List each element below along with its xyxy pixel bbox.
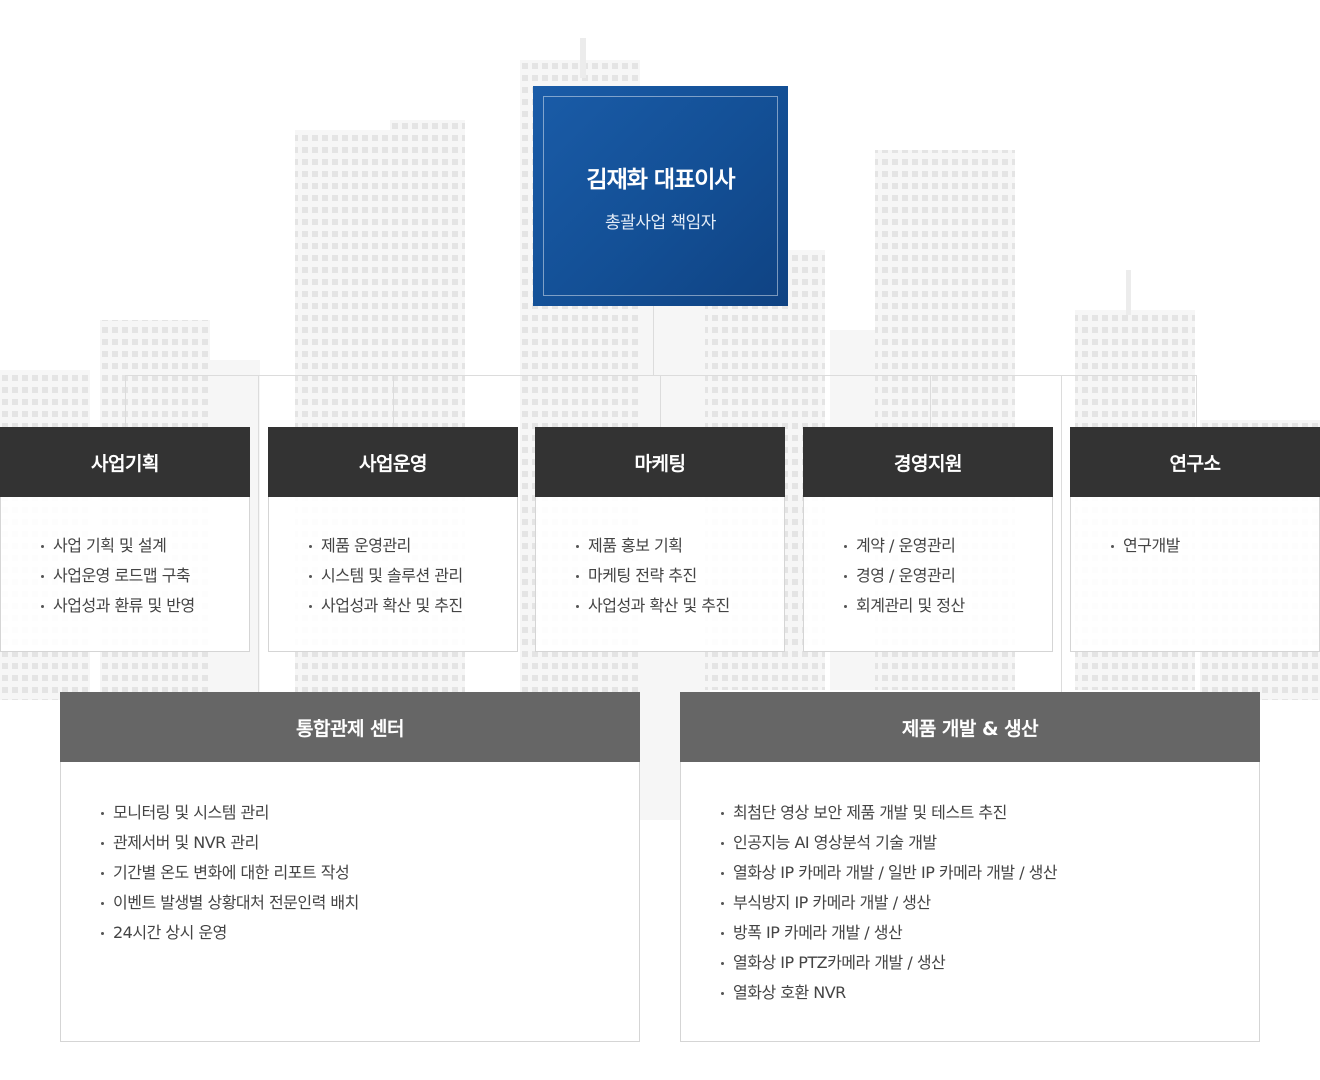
dept-task-list: 제품 운영관리 시스템 및 솔루션 관리 사업성과 확산 및 추진 (309, 531, 517, 621)
dept-task-list: 사업 기획 및 설계 사업운영 로드맵 구축 사업성과 환류 및 반영 (41, 531, 249, 621)
list-item: 관제서버 및 NVR 관리 (101, 828, 639, 858)
unit-body: 모니터링 및 시스템 관리 관제서버 및 NVR 관리 기간별 온도 변화에 대… (60, 762, 640, 1042)
dept-body: 사업 기획 및 설계 사업운영 로드맵 구축 사업성과 환류 및 반영 (0, 497, 250, 652)
dept-body: 계약 / 운영관리 경영 / 운영관리 회계관리 및 정산 (803, 497, 1053, 652)
list-item: 마케팅 전략 추진 (576, 561, 784, 591)
connector-ceo-down (653, 306, 654, 376)
dept-research-lab: 연구소 연구개발 (1070, 427, 1320, 652)
dept-body: 제품 운영관리 시스템 및 솔루션 관리 사업성과 확산 및 추진 (268, 497, 518, 652)
dept-body: 연구개발 (1070, 497, 1320, 652)
unit-title: 제품 개발 & 생산 (680, 692, 1260, 762)
dept-management-support: 경영지원 계약 / 운영관리 경영 / 운영관리 회계관리 및 정산 (803, 427, 1053, 652)
unit-task-list: 모니터링 및 시스템 관리 관제서버 및 NVR 관리 기간별 온도 변화에 대… (101, 798, 639, 948)
dept-title: 사업기획 (0, 427, 250, 497)
connector-horizontal (125, 375, 1197, 376)
ceo-role: 총괄사업 책임자 (605, 212, 716, 233)
unit-product-development: 제품 개발 & 생산 최첨단 영상 보안 제품 개발 및 테스트 추진 인공지능… (680, 692, 1260, 1042)
unit-integrated-control-center: 통합관제 센터 모니터링 및 시스템 관리 관제서버 및 NVR 관리 기간별 … (60, 692, 640, 1042)
list-item: 계약 / 운영관리 (844, 531, 1052, 561)
unit-body: 최첨단 영상 보안 제품 개발 및 테스트 추진 인공지능 AI 영상분석 기술… (680, 762, 1260, 1042)
unit-task-list: 최첨단 영상 보안 제품 개발 및 테스트 추진 인공지능 AI 영상분석 기술… (721, 798, 1259, 1008)
unit-title: 통합관제 센터 (60, 692, 640, 762)
list-item: 시스템 및 솔루션 관리 (309, 561, 517, 591)
list-item: 제품 홍보 기획 (576, 531, 784, 561)
list-item: 인공지능 AI 영상분석 기술 개발 (721, 828, 1259, 858)
list-item: 사업 기획 및 설계 (41, 531, 249, 561)
connector-dept-5 (1196, 375, 1197, 427)
ceo-box: 김재화 대표이사 총괄사업 책임자 (533, 86, 788, 306)
dept-marketing: 마케팅 제품 홍보 기획 마케팅 전략 추진 사업성과 확산 및 추진 (535, 427, 785, 652)
connector-dept-4 (930, 375, 931, 427)
dept-task-list: 계약 / 운영관리 경영 / 운영관리 회계관리 및 정산 (844, 531, 1052, 621)
connector-dept-3 (660, 375, 661, 427)
connector-unit-right (1061, 375, 1062, 692)
list-item: 제품 운영관리 (309, 531, 517, 561)
list-item: 열화상 호환 NVR (721, 978, 1259, 1008)
list-item: 이벤트 발생별 상황대처 전문인력 배치 (101, 888, 639, 918)
list-item: 사업성과 환류 및 반영 (41, 591, 249, 621)
list-item: 24시간 상시 운영 (101, 918, 639, 948)
list-item: 방폭 IP 카메라 개발 / 생산 (721, 918, 1259, 948)
list-item: 부식방지 IP 카메라 개발 / 생산 (721, 888, 1259, 918)
ceo-box-frame: 김재화 대표이사 총괄사업 책임자 (543, 96, 778, 296)
list-item: 사업운영 로드맵 구축 (41, 561, 249, 591)
connector-unit-left (258, 375, 259, 692)
dept-operations: 사업운영 제품 운영관리 시스템 및 솔루션 관리 사업성과 확산 및 추진 (268, 427, 518, 652)
dept-task-list: 연구개발 (1111, 531, 1319, 561)
list-item: 사업성과 확산 및 추진 (309, 591, 517, 621)
dept-title: 연구소 (1070, 427, 1320, 497)
dept-task-list: 제품 홍보 기획 마케팅 전략 추진 사업성과 확산 및 추진 (576, 531, 784, 621)
connector-dept-1 (125, 375, 126, 427)
list-item: 사업성과 확산 및 추진 (576, 591, 784, 621)
list-item: 기간별 온도 변화에 대한 리포트 작성 (101, 858, 639, 888)
list-item: 연구개발 (1111, 531, 1319, 561)
dept-title: 경영지원 (803, 427, 1053, 497)
dept-title: 마케팅 (535, 427, 785, 497)
dept-planning: 사업기획 사업 기획 및 설계 사업운영 로드맵 구축 사업성과 환류 및 반영 (0, 427, 250, 652)
list-item: 경영 / 운영관리 (844, 561, 1052, 591)
list-item: 회계관리 및 정산 (844, 591, 1052, 621)
dept-body: 제품 홍보 기획 마케팅 전략 추진 사업성과 확산 및 추진 (535, 497, 785, 652)
connector-dept-2 (393, 375, 394, 427)
list-item: 열화상 IP 카메라 개발 / 일반 IP 카메라 개발 / 생산 (721, 858, 1259, 888)
list-item: 모니터링 및 시스템 관리 (101, 798, 639, 828)
dept-title: 사업운영 (268, 427, 518, 497)
list-item: 열화상 IP PTZ카메라 개발 / 생산 (721, 948, 1259, 978)
ceo-name: 김재화 대표이사 (586, 166, 735, 193)
list-item: 최첨단 영상 보안 제품 개발 및 테스트 추진 (721, 798, 1259, 828)
